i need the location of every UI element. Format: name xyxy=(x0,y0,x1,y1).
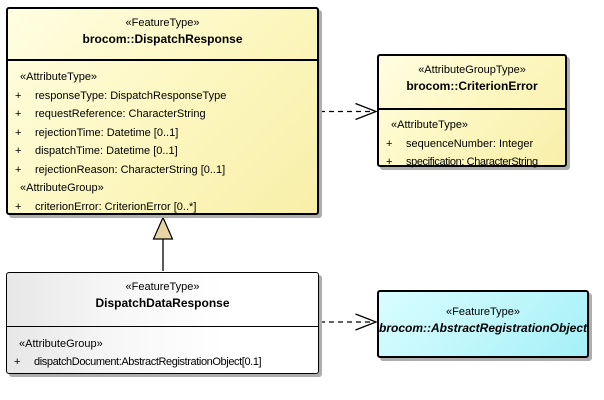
dependency-edge-abstract-registration-object[interactable] xyxy=(320,313,378,331)
stereotype-label: «FeatureType» xyxy=(125,17,200,29)
section-heading: «AttributeType» xyxy=(391,119,469,131)
class-header: «AttributeGroupType» brocom::CriterionEr… xyxy=(379,56,565,108)
section-heading: «AttributeGroup» xyxy=(19,338,103,350)
class-dispatch-data-response[interactable]: «FeatureType» DispatchDataResponse «Attr… xyxy=(6,272,319,374)
section-heading: «AttributeType» xyxy=(20,71,98,83)
open-arrowhead-icon xyxy=(355,102,378,121)
hollow-triangle-arrowhead-icon xyxy=(152,216,174,240)
attribute-row: + criterionError: CriterionError [0..*] xyxy=(8,198,317,217)
attribute-row: + sequenceNumber: Integer xyxy=(379,135,565,154)
attributes-compartment: «AttributeType» + responseType: DispatchR… xyxy=(8,59,317,216)
attribute-row: + dispatchDocument:AbstractRegistrationOb… xyxy=(7,353,318,371)
visibility-sign: + xyxy=(15,126,22,139)
visibility-sign: + xyxy=(386,156,393,168)
class-name: DispatchDataResponse xyxy=(95,296,230,310)
class-name: brocom::DispatchResponse xyxy=(82,32,243,46)
generalization-edge[interactable] xyxy=(152,216,174,272)
class-name: brocom::CriterionError xyxy=(406,79,538,93)
attributes-compartment: «AttributeType» + sequenceNumber: Integer… xyxy=(379,108,565,172)
attribute-row: + specification: CharacterString xyxy=(379,153,565,172)
attributes-compartment: «AttributeGroup» + dispatchDocument:Abstr… xyxy=(7,326,318,371)
stereotype-label: «AttributeGroupType» xyxy=(418,64,526,76)
class-header: «FeatureType» brocom::DispatchResponse xyxy=(8,9,317,59)
class-dispatch-response[interactable]: «FeatureType» brocom::DispatchResponse «… xyxy=(6,7,319,215)
attribute-row: + requestReference: CharacterString xyxy=(8,105,317,124)
open-arrowhead-icon xyxy=(355,313,378,331)
attribute-row: + rejectionTime: Datetime [0..1] xyxy=(8,124,317,143)
class-header: «FeatureType» brocom::AbstractRegistrati… xyxy=(379,292,587,337)
visibility-sign: + xyxy=(15,108,22,120)
dependency-edge-criterion-error[interactable] xyxy=(320,102,378,121)
class-name: brocom::AbstractRegistrationObject xyxy=(379,321,588,335)
stereotype-label: «FeatureType» xyxy=(125,281,200,293)
attribute-text: dispatchTime: Datetime [0..1] xyxy=(35,145,178,157)
attribute-row: + responseType: DispatchResponseType xyxy=(8,87,317,106)
attribute-text: rejectionTime: Datetime [0..1] xyxy=(35,126,179,139)
attribute-text: criterionError: CriterionError [0..*] xyxy=(35,200,197,213)
attribute-text: sequenceNumber: Integer xyxy=(406,137,534,150)
visibility-sign: + xyxy=(15,145,22,157)
attribute-text: responseType: DispatchResponseType xyxy=(35,89,227,102)
visibility-sign: + xyxy=(15,89,22,102)
section-heading: «AttributeGroup» xyxy=(20,182,104,194)
attribute-text: specification: CharacterString xyxy=(406,156,538,168)
attribute-text: requestReference: CharacterString xyxy=(35,108,206,120)
attribute-row: + rejectionReason: CharacterString [0..1] xyxy=(8,161,317,180)
attribute-text: dispatchDocument:AbstractRegistrationObj… xyxy=(34,356,262,368)
visibility-sign: + xyxy=(386,137,393,150)
class-criterion-error[interactable]: «AttributeGroupType» brocom::CriterionEr… xyxy=(377,54,567,168)
stereotype-label: «FeatureType» xyxy=(446,306,520,318)
class-abstract-registration-object[interactable]: «FeatureType» brocom::AbstractRegistrati… xyxy=(377,290,589,358)
visibility-sign: + xyxy=(15,200,22,213)
class-header: «FeatureType» DispatchDataResponse xyxy=(7,273,318,326)
attribute-text: rejectionReason: CharacterString [0..1] xyxy=(35,163,226,176)
visibility-sign: + xyxy=(15,163,22,176)
attribute-row: + dispatchTime: Datetime [0..1] xyxy=(8,142,317,161)
visibility-sign: + xyxy=(14,356,21,368)
